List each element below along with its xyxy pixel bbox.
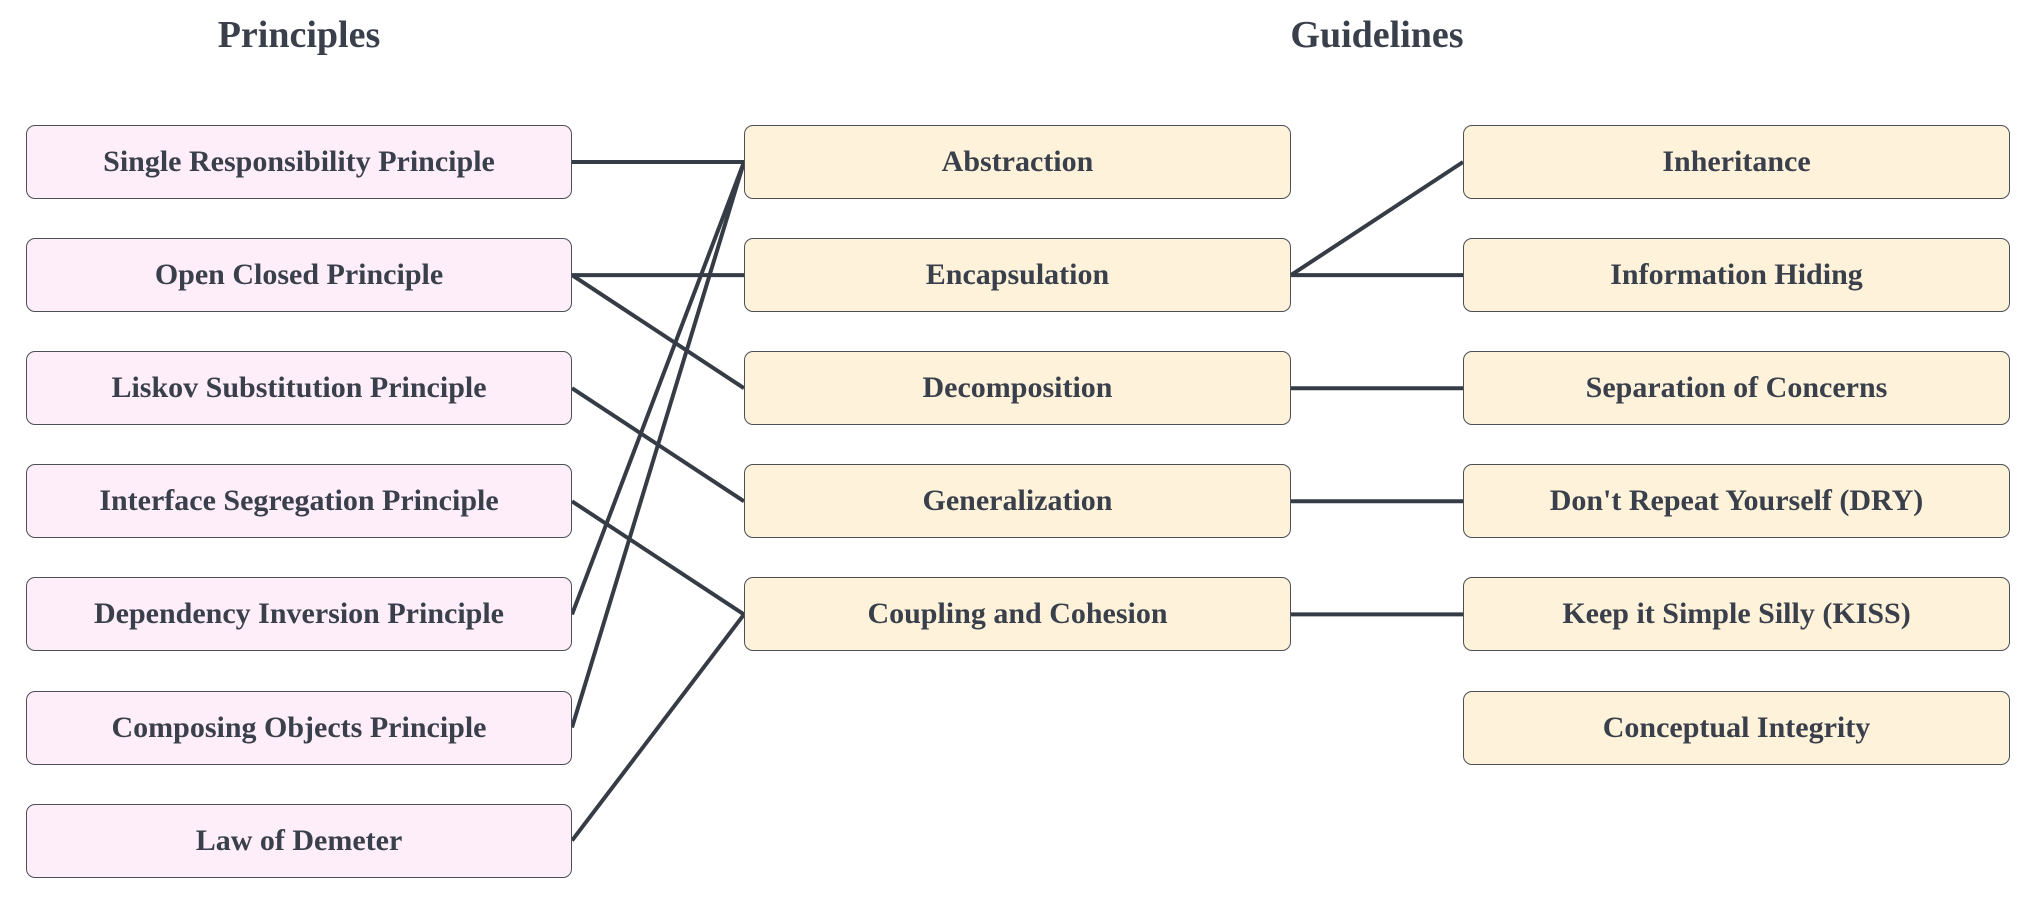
node-ocp[interactable]: Open Closed Principle bbox=[26, 238, 572, 313]
edge-dip-to-abstraction bbox=[570, 161, 746, 616]
node-label: Interface Segregation Principle bbox=[99, 484, 499, 518]
edge-lod-to-coupling bbox=[570, 613, 746, 842]
node-encapsulation[interactable]: Encapsulation bbox=[744, 238, 1291, 313]
node-decomposition[interactable]: Decomposition bbox=[744, 351, 1291, 426]
node-lod[interactable]: Law of Demeter bbox=[26, 803, 572, 878]
node-label: Information Hiding bbox=[1610, 258, 1863, 292]
node-dry[interactable]: Don't Repeat Yourself (DRY) bbox=[1463, 464, 2010, 539]
node-lsp[interactable]: Liskov Substitution Principle bbox=[26, 351, 572, 426]
node-integrity[interactable]: Conceptual Integrity bbox=[1463, 690, 2010, 765]
node-label: Separation of Concerns bbox=[1585, 371, 1888, 405]
node-label: Generalization bbox=[922, 484, 1113, 518]
node-soc[interactable]: Separation of Concerns bbox=[1463, 351, 2010, 426]
edge-encapsulation-to-inheritance bbox=[1289, 160, 1465, 277]
node-label: Composing Objects Principle bbox=[111, 710, 487, 744]
node-abstraction[interactable]: Abstraction bbox=[744, 125, 1291, 199]
node-srp[interactable]: Single Responsibility Principle bbox=[26, 125, 572, 199]
node-label: Inheritance bbox=[1662, 145, 1811, 178]
node-label: Dependency Inversion Principle bbox=[94, 597, 504, 631]
principles-heading: Principles bbox=[217, 14, 381, 56]
node-label: Coupling and Cohesion bbox=[867, 597, 1168, 631]
node-label: Liskov Substitution Principle bbox=[111, 371, 487, 405]
node-label: Single Responsibility Principle bbox=[103, 145, 495, 178]
node-label: Law of Demeter bbox=[195, 823, 403, 857]
node-dip[interactable]: Dependency Inversion Principle bbox=[26, 577, 572, 652]
node-infohiding[interactable]: Information Hiding bbox=[1463, 238, 2010, 313]
node-label: Don't Repeat Yourself (DRY) bbox=[1549, 484, 1924, 518]
edge-cop-to-abstraction bbox=[570, 161, 746, 729]
node-generalization[interactable]: Generalization bbox=[744, 464, 1291, 539]
edge-ocp-to-decomposition bbox=[570, 273, 746, 390]
node-kiss[interactable]: Keep it Simple Silly (KISS) bbox=[1463, 577, 2010, 652]
node-inheritance[interactable]: Inheritance bbox=[1463, 125, 2010, 199]
edge-isp-to-coupling bbox=[570, 499, 746, 617]
node-label: Open Closed Principle bbox=[154, 258, 444, 292]
guidelines-heading: Guidelines bbox=[1290, 14, 1464, 56]
node-label: Keep it Simple Silly (KISS) bbox=[1562, 597, 1911, 631]
node-isp[interactable]: Interface Segregation Principle bbox=[26, 464, 572, 539]
node-label: Encapsulation bbox=[925, 258, 1110, 292]
node-cop[interactable]: Composing Objects Principle bbox=[26, 690, 572, 765]
node-label: Decomposition bbox=[922, 371, 1113, 405]
node-label: Abstraction bbox=[941, 145, 1094, 178]
node-label: Conceptual Integrity bbox=[1602, 710, 1871, 744]
node-coupling[interactable]: Coupling and Cohesion bbox=[744, 577, 1291, 652]
